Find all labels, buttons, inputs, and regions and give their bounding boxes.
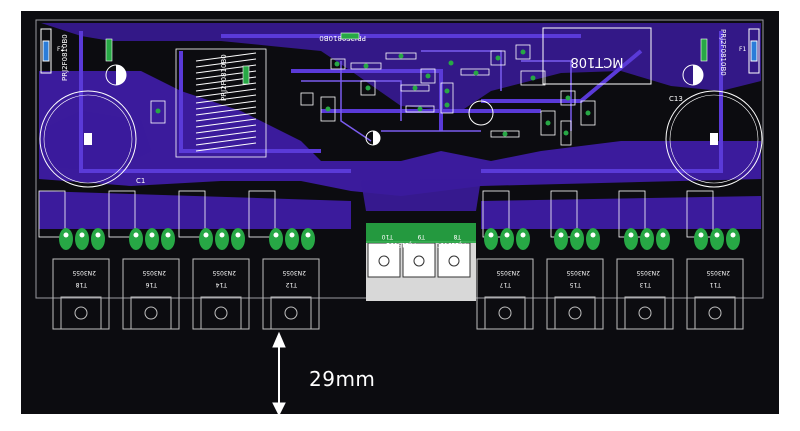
part-t17: 2N3055 — [496, 269, 520, 276]
pcb-frame: C1 C13 MCT108 F2 F1 PRJ2F0810B0 P — [21, 11, 779, 414]
dimension-arrow — [272, 331, 286, 414]
label-t16: T16 — [146, 281, 158, 288]
transistor-pins — [59, 228, 740, 250]
label-t10: T10 — [382, 233, 394, 240]
center-drivers: MJE15031 MJE15030 T10 T9 T8 — [366, 223, 476, 301]
label-f1: F1 — [739, 46, 746, 53]
part-t14: 2N3055 — [212, 269, 236, 276]
part-t13: 2N3055 — [636, 269, 660, 276]
film-capacitor: MCT108 — [542, 27, 652, 85]
label-t14: T14 — [216, 281, 228, 288]
headers — [105, 32, 708, 85]
dimension-label: 29mm — [309, 367, 376, 391]
header-label-2: PRJ2F0810B0 — [220, 54, 228, 101]
transistor-labels: 2N3055 T18 2N3055 T16 2N3055 T14 2N3055 … — [72, 269, 730, 288]
part-t15: 2N3055 — [566, 269, 590, 276]
part-t11: 2N3055 — [706, 269, 730, 276]
label-film-cap: MCT108 — [570, 54, 623, 69]
label-t15: T15 — [570, 281, 582, 288]
header-label-1: PRJ2F0810B0 — [61, 34, 69, 81]
part-t16: 2N3055 — [142, 269, 166, 276]
label-t8: T8 — [453, 233, 462, 240]
label-t12: T12 — [286, 281, 298, 288]
pcb-layout: C1 C13 MCT108 F2 F1 PRJ2F0810B0 P — [35, 19, 764, 414]
label-t17: T17 — [500, 281, 512, 288]
small-caps — [105, 64, 704, 146]
label-mje15030: MJE15030 — [436, 241, 466, 248]
label-t11: T11 — [710, 281, 722, 288]
label-c13: C13 — [669, 95, 683, 103]
fuses — [40, 28, 760, 74]
header-label-4: PRJ2F0810B0 — [719, 29, 727, 76]
label-c1: C1 — [136, 177, 145, 185]
pads — [155, 49, 591, 137]
part-t12: 2N3055 — [282, 269, 306, 276]
label-f2: F2 — [57, 46, 64, 53]
small-components — [150, 44, 596, 146]
label-mje15031: MJE15031 — [386, 241, 416, 248]
part-t18: 2N3055 — [72, 269, 96, 276]
label-t13: T13 — [640, 281, 652, 288]
label-t18: T18 — [76, 281, 88, 288]
capacitor-left: C1 — [39, 90, 145, 188]
power-transistors — [52, 258, 744, 330]
output-coil — [175, 48, 267, 158]
label-t9: T9 — [417, 233, 426, 240]
capacitor-right: C13 — [665, 90, 763, 188]
